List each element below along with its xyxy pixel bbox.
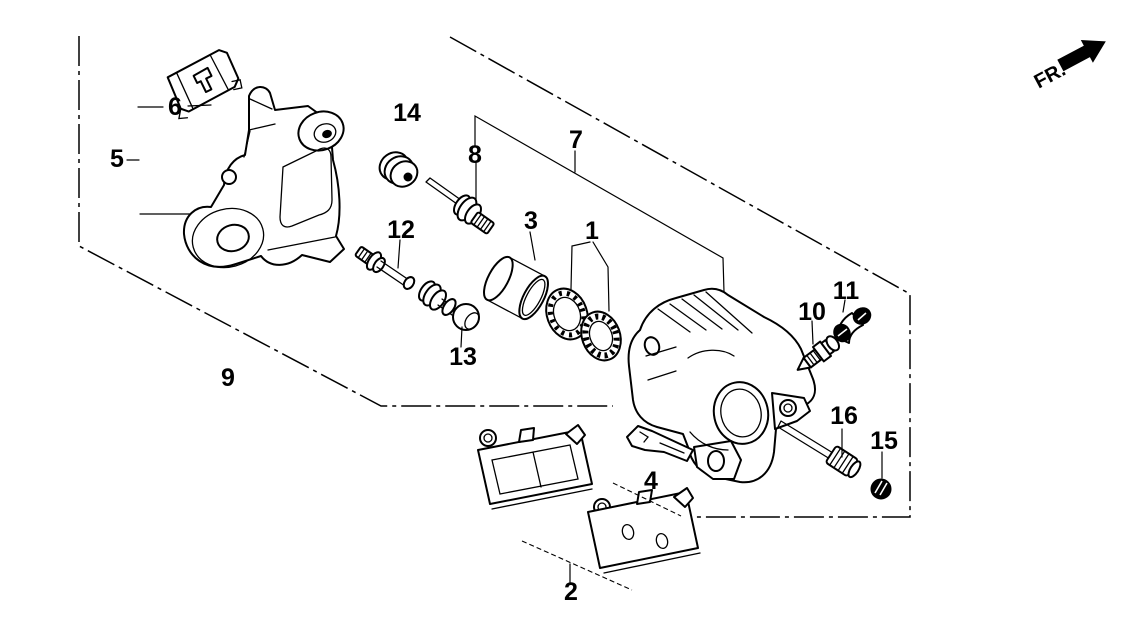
- group-7-boundary: [449, 36, 911, 518]
- part-12-pin-bolt: [354, 246, 416, 290]
- leader-10: [811, 320, 814, 345]
- part-10-bleed-screw: [796, 335, 841, 371]
- bracket-small-hole: [221, 169, 237, 185]
- part-3-piston: [483, 255, 549, 321]
- leader-7-8-bracket: [474, 114, 725, 293]
- caliper-top-hatching: [657, 291, 753, 334]
- bracket-lobe: [191, 207, 265, 269]
- leader-13: [460, 326, 463, 348]
- part-2-brake-pad-b: [587, 487, 701, 574]
- part-label-12: 12: [387, 216, 415, 244]
- part-14-boot: [378, 151, 419, 188]
- part-16-pad-pin: [777, 420, 862, 479]
- part-label-16: 16: [830, 402, 858, 430]
- part-15-pin-plug: [870, 478, 892, 500]
- part-label-14: 14: [393, 99, 421, 127]
- part-1-seal-ring-a: [545, 287, 589, 341]
- part-1-seal-ring-b: [580, 310, 622, 362]
- part-label-8: 8: [468, 141, 482, 169]
- part-label-4: 4: [644, 467, 658, 495]
- leader-6: [137, 104, 212, 108]
- part-7-caliper-body: [626, 287, 816, 484]
- part-label-13: 13: [449, 343, 477, 371]
- leader-11: [842, 299, 846, 313]
- group-9-boundary: [78, 36, 613, 407]
- part-label-5: 5: [110, 145, 124, 173]
- part-label-11: 11: [833, 277, 860, 305]
- part-2-brake-pad-a: [477, 424, 593, 510]
- part-label-7: 7: [569, 126, 583, 154]
- caliper-bore: [712, 381, 770, 445]
- leader-5: [126, 159, 191, 215]
- front-direction-indicator: FR.: [1031, 40, 1106, 93]
- front-arrow-icon: [1057, 40, 1106, 72]
- leader-1: [570, 241, 610, 312]
- part-label-2: 2: [564, 578, 578, 606]
- part-label-6: 6: [168, 93, 182, 121]
- leader-12: [397, 239, 401, 269]
- part-label-9: 9: [221, 364, 235, 392]
- bracket-window: [279, 147, 333, 228]
- bracket-lobe-hole: [216, 223, 250, 253]
- part-11-clip: [833, 307, 872, 344]
- part-label-1: 1: [585, 217, 599, 245]
- part-13-boot-pin: [418, 280, 480, 331]
- leader-3: [529, 231, 536, 261]
- leader-4-diagonal: [612, 482, 682, 517]
- part-6-retainer-clip: [166, 49, 243, 120]
- part-label-3: 3: [524, 207, 538, 235]
- leader-2-diagonal: [521, 540, 633, 591]
- part-5-caliper-bracket: [182, 86, 345, 269]
- part-label-10: 10: [798, 298, 826, 326]
- part-8-pin-bolt: [425, 177, 495, 235]
- part-label-15: 15: [870, 427, 898, 455]
- caliper-left-lug-hole: [643, 336, 661, 356]
